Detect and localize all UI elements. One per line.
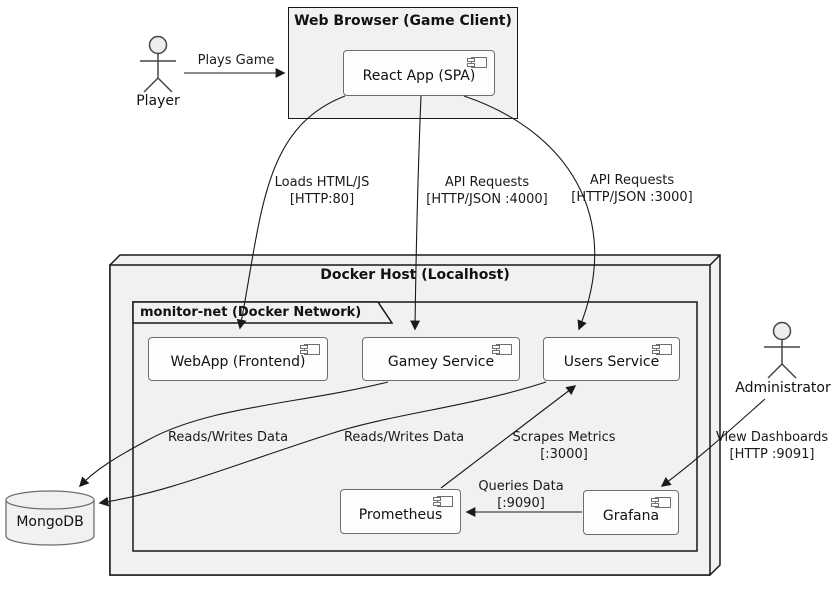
component-icon [492, 344, 512, 355]
component-icon [652, 344, 672, 355]
edge-label-queries-data: Queries Data [:9090] [478, 478, 563, 512]
player-actor-label: Player [136, 93, 180, 109]
component-users-service: Users Service [543, 337, 680, 381]
component-icon [300, 344, 320, 355]
edge-label-scrapes-text: Scrapes Metrics [512, 430, 616, 445]
administrator-icon [764, 321, 800, 379]
monitor-net-title: monitor-net (Docker Network) [140, 305, 362, 320]
edge-label-reads-writes-2: Reads/Writes Data [343, 430, 465, 445]
edge-label-api-3000-text: API Requests [589, 173, 675, 188]
component-grafana-label: Grafana [602, 507, 660, 524]
edge-label-loads-html-detail: [HTTP:80] [289, 192, 355, 207]
edge-label-queries-detail: [:9090] [497, 496, 545, 511]
component-icon [433, 496, 453, 507]
edge-label-api-4000-detail: [HTTP/JSON :4000] [426, 192, 548, 207]
component-webapp-label: WebApp (Frontend) [170, 354, 306, 370]
docker-host-title: Docker Host (Localhost) [320, 267, 510, 283]
edge-label-scrapes-detail: [:3000] [540, 447, 588, 462]
component-react-app: React App (SPA) [343, 50, 495, 96]
web-browser-title: Web Browser (Game Client) [294, 13, 512, 29]
component-icon [651, 497, 671, 508]
component-gamey-label: Gamey Service [387, 354, 495, 370]
edge-loads-html [236, 95, 346, 330]
edge-label-api-3000-detail: [HTTP/JSON :3000] [571, 190, 693, 205]
component-grafana: Grafana [583, 490, 679, 535]
administrator-actor-label: Administrator [735, 380, 831, 396]
edge-label-loads-html: Loads HTML/JS [HTTP:80] [275, 174, 370, 208]
component-gamey-service: Gamey Service [362, 337, 520, 381]
edge-label-scrapes-metrics: Scrapes Metrics [:3000] [512, 429, 615, 463]
mongodb-label: MongoDB [16, 514, 84, 530]
player-icon [140, 35, 176, 93]
component-webapp-frontend: WebApp (Frontend) [148, 337, 328, 381]
component-icon [467, 57, 487, 68]
edge-label-view-dashboards: View Dashboards [HTTP :9091] [716, 429, 828, 463]
component-users-label: Users Service [563, 354, 660, 370]
edge-label-dashboards-text: View Dashboards [715, 430, 829, 445]
component-react-app-label: React App (SPA) [362, 68, 476, 84]
edge-label-api-requests-4000: API Requests [HTTP/JSON :4000] [426, 174, 547, 208]
docker-host-corner-edge [709, 254, 721, 266]
edge-label-plays-game: Plays Game [197, 53, 275, 68]
mongodb-cylinder-top [5, 490, 95, 510]
edge-label-api-4000-text: API Requests [444, 175, 530, 190]
edge-label-dashboards-detail: [HTTP :9091] [729, 447, 815, 462]
edge-label-loads-html-text: Loads HTML/JS [274, 175, 370, 190]
component-prometheus-label: Prometheus [358, 506, 443, 523]
edge-api-requests-3000 [463, 95, 596, 331]
edge-label-reads-writes-1: Reads/Writes Data [167, 430, 289, 445]
edge-api-requests-4000 [410, 95, 422, 331]
edge-label-queries-text: Queries Data [478, 479, 564, 494]
component-prometheus: Prometheus [340, 489, 461, 534]
edge-label-api-requests-3000: API Requests [HTTP/JSON :3000] [571, 172, 692, 206]
